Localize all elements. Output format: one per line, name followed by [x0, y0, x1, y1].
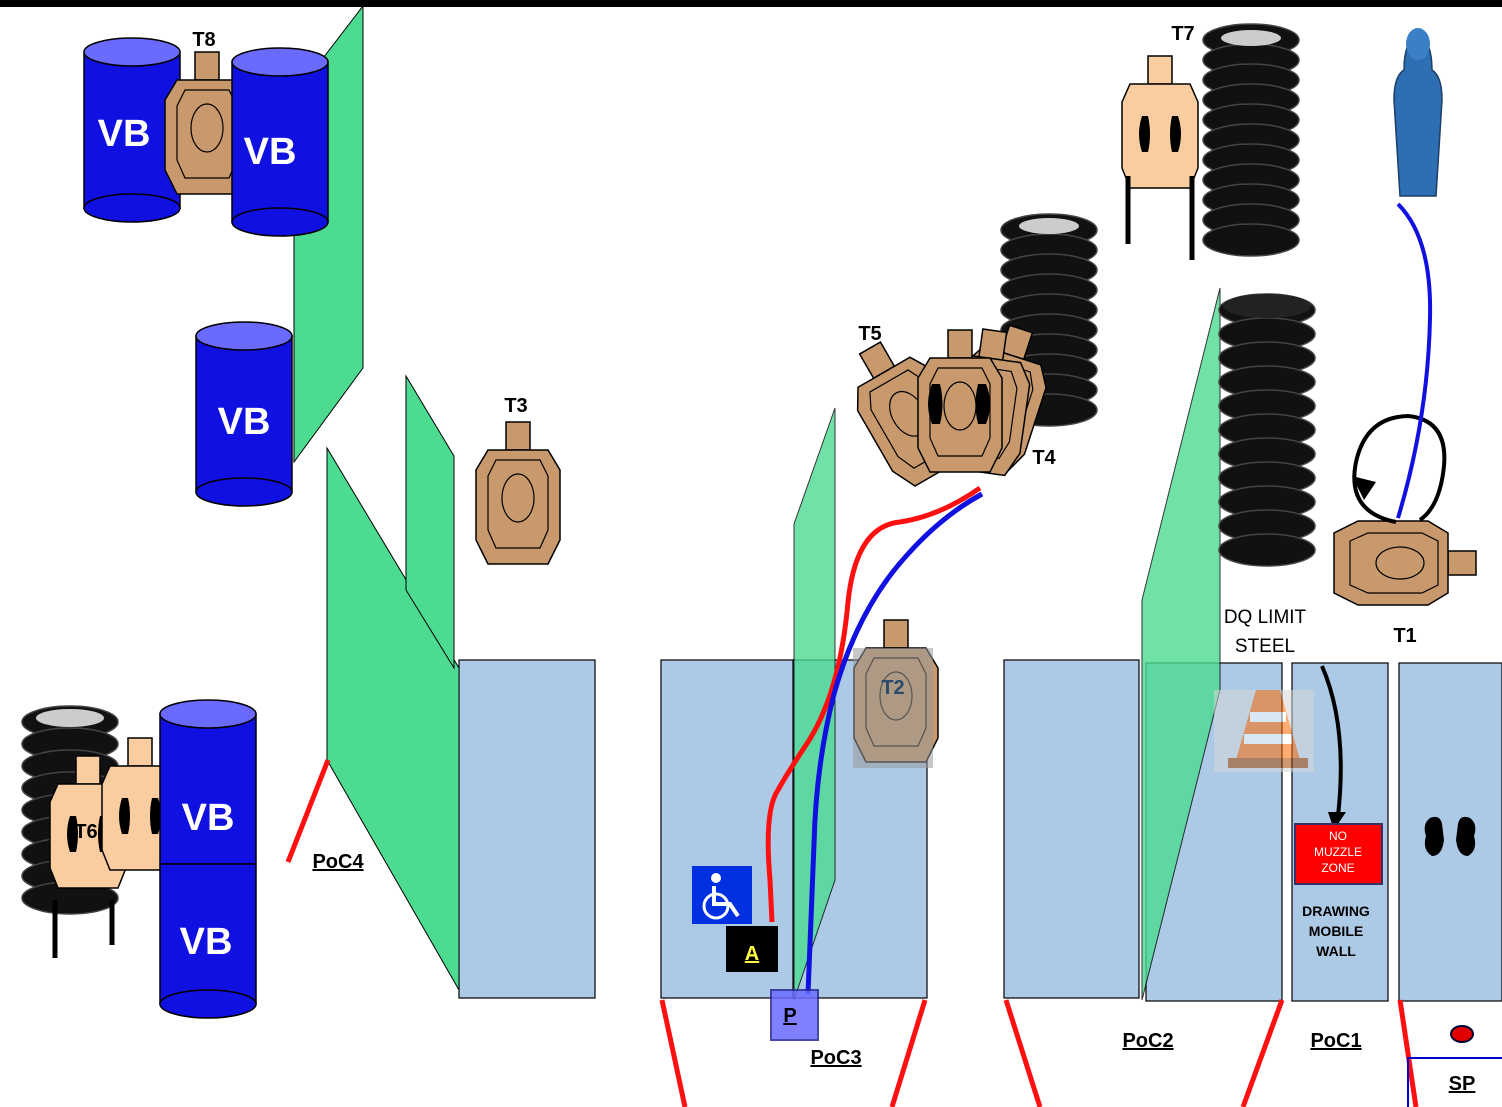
target-t2: T2: [853, 619, 939, 768]
marker-p: [770, 989, 819, 1041]
target-t8: T8: [164, 29, 250, 195]
marker-a: [726, 926, 778, 972]
wheelchair-icon: [692, 866, 752, 924]
barrel-low-upper: VB: [159, 699, 257, 865]
fault-lines: [285, 759, 1419, 1107]
target-t3: T3: [475, 395, 561, 565]
traffic-cone-icon: [1214, 690, 1314, 772]
marker-a-label: A: [745, 943, 759, 965]
target-label: T3: [504, 395, 527, 417]
tire-stack-t6: [21, 705, 119, 958]
drawing-text-1: DRAWING: [1302, 903, 1370, 919]
path-red: [765, 485, 982, 923]
no-shoot-t6: T6: [49, 737, 179, 889]
vb-label: VB: [244, 131, 297, 173]
drawing-text-2: MOBILE: [1309, 923, 1363, 939]
dq-limit-text: DQ LIMIT: [1224, 607, 1307, 628]
barrel-top-left: VB: [83, 37, 181, 223]
tire-stack-dq: [1218, 293, 1316, 567]
vb-label: VB: [180, 921, 233, 963]
top-border: [0, 0, 1502, 7]
start-dot: [1450, 1025, 1474, 1043]
vb-label: VB: [182, 797, 235, 839]
panel-7: [1398, 662, 1502, 1002]
marker-p-label: P: [783, 1005, 796, 1027]
start-box: [1407, 1057, 1502, 1107]
no-muzzle-zone: [1294, 823, 1383, 885]
barrel-low-lower: VB: [159, 863, 257, 1019]
barrel-mid: VB: [195, 321, 293, 507]
no-muzzle-text-3: ZONE: [1321, 861, 1354, 875]
no-shoot-t7: T7: [1121, 23, 1199, 260]
path-blue-right: [1396, 202, 1433, 519]
tire-stack-t7: [1202, 23, 1300, 257]
steel-popper-icon: [1393, 28, 1443, 197]
target-label: T2: [881, 677, 904, 699]
path-blue: [805, 491, 984, 995]
tire-stack-t4: [1000, 213, 1098, 427]
panel-1: [458, 659, 596, 999]
barrel-top-right: VB: [231, 47, 329, 237]
wall-center: [793, 407, 836, 1001]
vb-label: VB: [218, 401, 271, 443]
target-cluster-t4-t5: T5 T4: [832, 315, 1062, 493]
wall-left-thin: [405, 374, 455, 670]
target-label: T8: [192, 29, 215, 51]
poc3-label: PoC3: [810, 1047, 861, 1069]
target-label: T1: [1393, 625, 1416, 647]
poc1-label: PoC1: [1310, 1030, 1361, 1052]
poc4-label: PoC4: [312, 851, 364, 873]
vb-label: VB: [98, 113, 151, 155]
target-label: T5: [858, 323, 881, 345]
target-label: T6: [74, 821, 97, 843]
rotation-arrowhead: [1352, 476, 1376, 500]
no-muzzle-text-2: MUZZLE: [1314, 845, 1362, 859]
draw-arrow: [1320, 665, 1343, 817]
drawing-text-3: WALL: [1316, 943, 1356, 959]
hands-icon: [1424, 816, 1476, 856]
poc2-label: PoC2: [1122, 1030, 1173, 1052]
target-label: T4: [1032, 447, 1056, 469]
target-label: T7: [1171, 23, 1194, 45]
no-muzzle-text-1: NO: [1329, 829, 1347, 843]
rotation-arrow: [1352, 413, 1447, 524]
start-position-label: SP: [1449, 1073, 1476, 1095]
target-t1: T1: [1333, 520, 1477, 647]
panel-4: [1003, 659, 1140, 999]
dq-steel-text: STEEL: [1235, 636, 1295, 657]
